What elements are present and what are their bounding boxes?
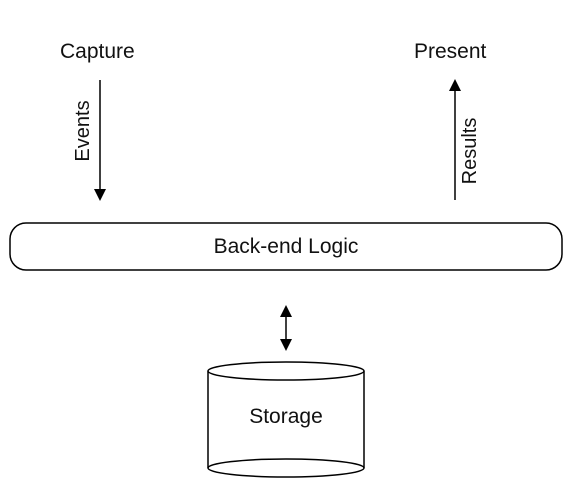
backend-logic-label: Back-end Logic xyxy=(213,235,359,258)
capture-label: Capture xyxy=(60,40,135,63)
events-arrow xyxy=(94,80,106,201)
storage-bidirectional-arrow xyxy=(280,305,292,351)
results-label: Results xyxy=(459,117,481,185)
events-label: Events xyxy=(72,100,94,162)
storage-cylinder xyxy=(207,361,365,478)
storage-label: Storage xyxy=(249,405,323,428)
present-label: Present xyxy=(414,40,487,63)
results-arrow xyxy=(449,79,461,200)
backend-logic-box xyxy=(9,222,563,271)
